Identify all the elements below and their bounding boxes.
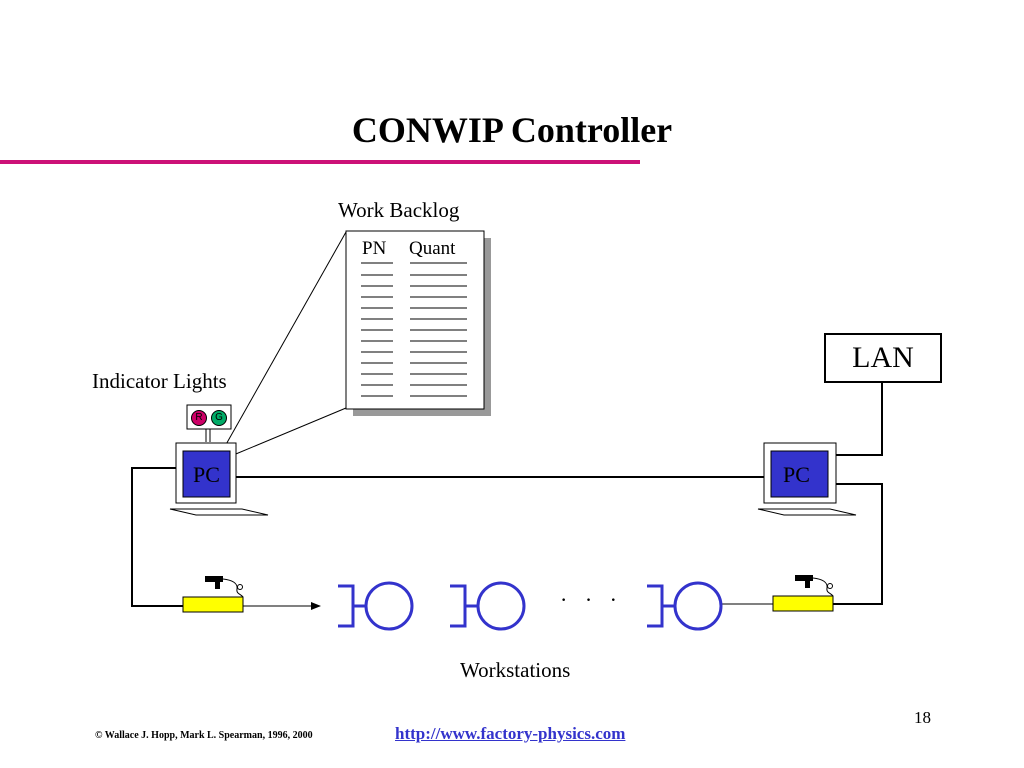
work-backlog-document: [345, 230, 491, 416]
website-link[interactable]: http://www.factory-physics.com: [395, 724, 626, 743]
backlog-column-quant: Quant: [409, 238, 456, 259]
left-pc-to-scanner-line: [131, 467, 183, 607]
right-pc: [757, 442, 857, 516]
slide-title: CONWIP Controller: [351, 110, 673, 150]
left-barcode-scanner: [182, 576, 244, 613]
workstation-ellipsis: · · ·: [560, 587, 623, 612]
backlog-rows: [361, 262, 467, 397]
title-underline: [0, 160, 640, 164]
workstation-1: [338, 581, 414, 631]
lan-box: LAN: [824, 333, 942, 383]
work-backlog-label: Work Backlog: [338, 198, 460, 222]
workstation-2: [450, 581, 526, 631]
lan-drop-line: [836, 383, 883, 456]
workstations-label: Workstations: [460, 658, 571, 682]
left-pc: [169, 442, 269, 516]
page-number: 18: [914, 708, 931, 727]
right-barcode-scanner: [772, 575, 834, 612]
green-light-icon: G: [211, 410, 227, 426]
left-pc-label: PC: [193, 462, 220, 487]
indicator-lights-label: Indicator Lights: [92, 369, 227, 393]
callout-line-top: [223, 231, 347, 449]
red-light-icon: R: [191, 410, 207, 426]
workstation-3: [647, 581, 723, 631]
right-pc-label: PC: [783, 462, 810, 487]
copyright-notice: © Wallace J. Hopp, Mark L. Spearman, 199…: [95, 730, 313, 741]
callout-line-bottom: [230, 407, 347, 457]
backlog-column-pn: PN: [362, 238, 387, 259]
right-pc-to-scanner-line: [833, 483, 883, 605]
